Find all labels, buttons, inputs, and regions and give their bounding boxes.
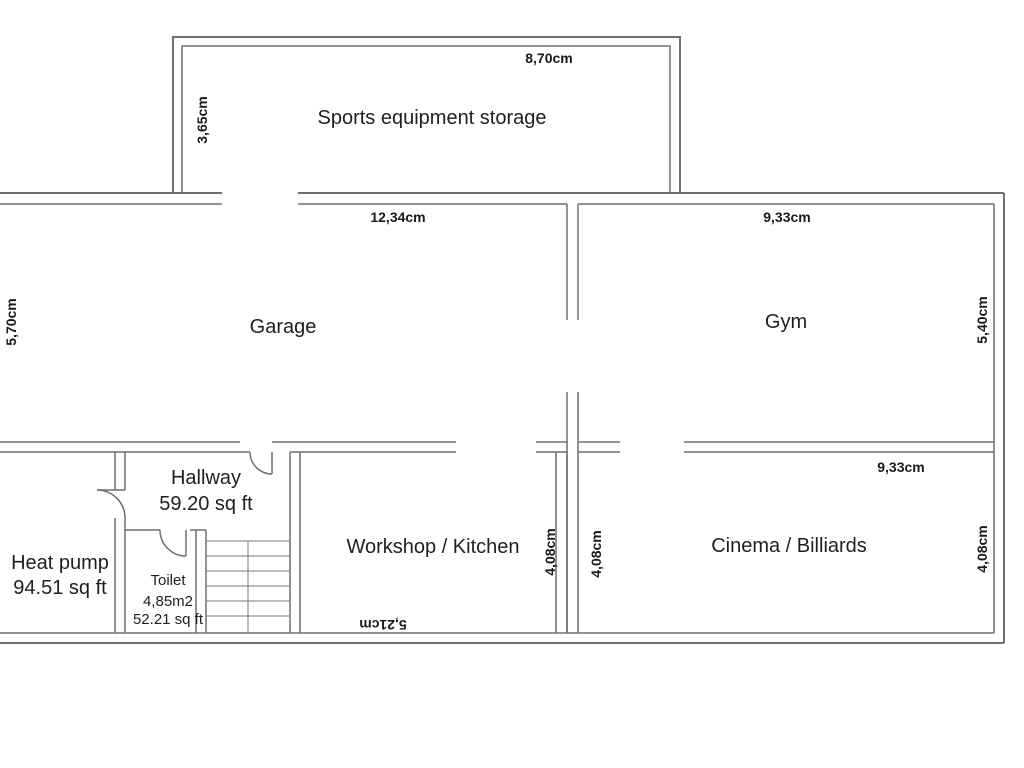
dim-gym-height: 5,40cm — [974, 296, 990, 343]
dim-workshop-height-left: 4,08cm — [542, 528, 558, 575]
room-area-hallway: 59.20 sq ft — [159, 493, 253, 515]
room-label-sports: Sports equipment storage — [317, 107, 546, 129]
dim-sports-height: 3,65cm — [194, 96, 210, 143]
room-label-cinema: Cinema / Billiards — [711, 535, 867, 557]
dim-sports-width: 8,70cm — [525, 50, 572, 66]
dim-garage-height: 5,70cm — [3, 298, 19, 345]
dim-garage-width: 12,34cm — [370, 209, 425, 225]
room-label-garage: Garage — [250, 316, 317, 338]
dim-gym-width: 9,33cm — [763, 209, 810, 225]
room-label-gym: Gym — [765, 311, 807, 333]
room-label-workshop: Workshop / Kitchen — [346, 536, 519, 558]
dim-cinema-width: 9,33cm — [877, 459, 924, 475]
room-label-toilet: Toilet — [150, 572, 186, 589]
room-area-toilet-m2: 4,85m2 — [143, 593, 193, 610]
dim-workshop-height-right: 4,08cm — [588, 530, 604, 577]
room-label-hallway: Hallway — [171, 467, 241, 489]
dim-cinema-height: 4,08cm — [974, 525, 990, 572]
garage-lower-wall — [0, 441, 567, 453]
garage-gym-divider — [566, 204, 579, 633]
room-area-heatpump: 94.51 sq ft — [13, 577, 107, 599]
stairs — [206, 540, 290, 633]
door-swings — [96, 451, 273, 557]
gym-cinema-divider — [578, 441, 994, 453]
door-storage-garage — [222, 188, 298, 208]
room-label-heatpump: Heat pump — [11, 552, 109, 574]
room-area-toilet-sqft: 52.21 sq ft — [133, 611, 204, 628]
dim-workshop-width: 5,21cm — [359, 617, 406, 633]
